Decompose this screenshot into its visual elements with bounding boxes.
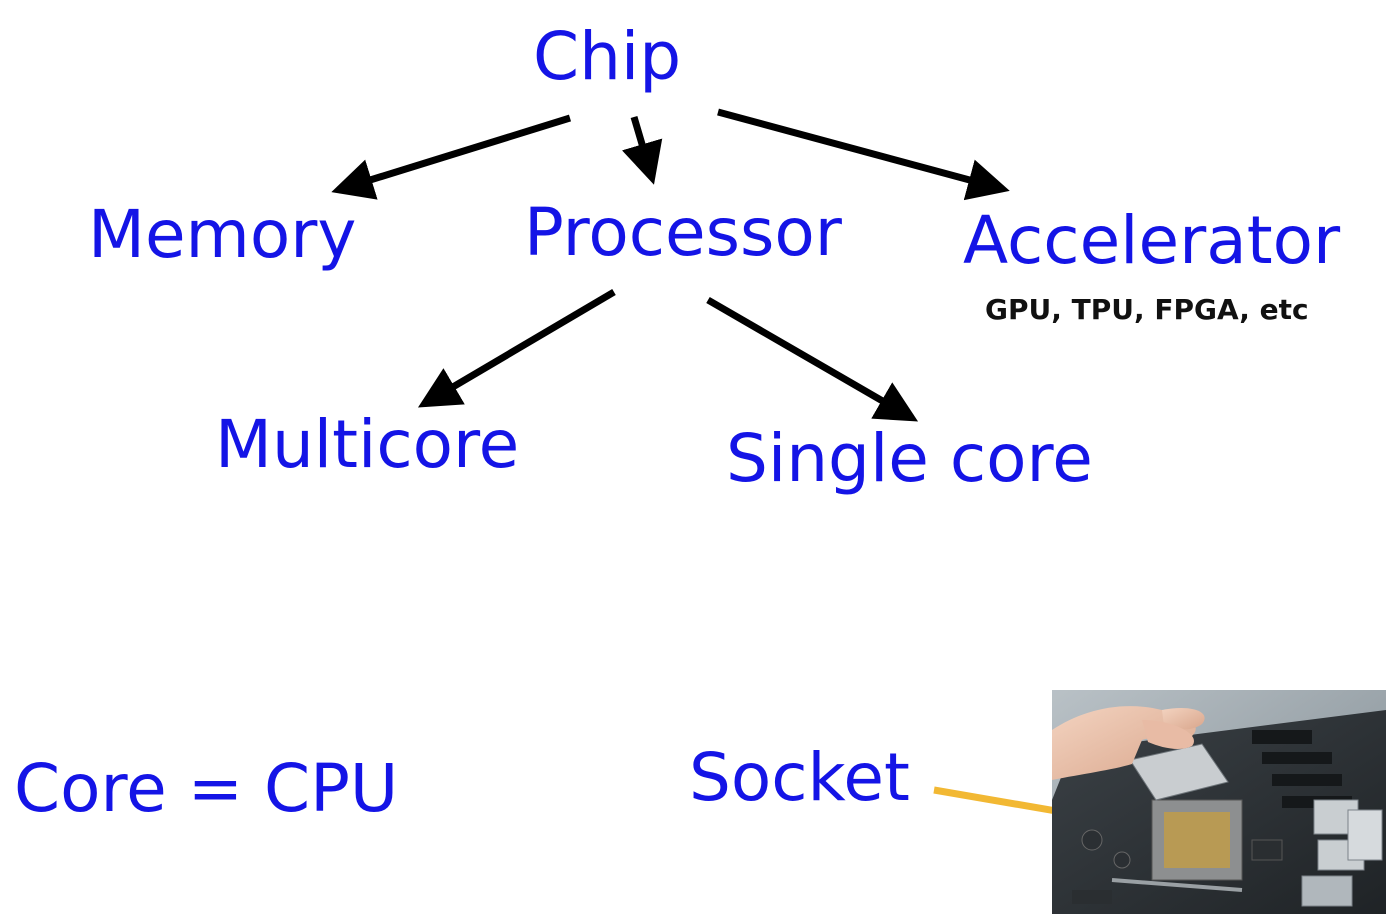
node-accelerator: Accelerator xyxy=(963,202,1341,279)
arrow-chip-to-accelerator xyxy=(717,108,1010,201)
node-multicore: Multicore xyxy=(215,406,520,483)
socket-label: Socket xyxy=(689,739,910,816)
arrow-chip-to-processor xyxy=(621,116,663,185)
arrow-processor-to-single-core xyxy=(706,296,919,422)
node-processor: Processor xyxy=(524,194,842,271)
arrow-chip-to-memory xyxy=(331,114,572,200)
motherboard-socket-photo xyxy=(1052,690,1386,914)
core-equals-cpu: Core = CPU xyxy=(14,750,399,827)
node-single-core: Single core xyxy=(726,420,1093,497)
node-memory: Memory xyxy=(88,196,357,273)
arrow-processor-to-multicore xyxy=(417,288,616,408)
node-chip: Chip xyxy=(533,18,682,95)
accelerator-examples: GPU, TPU, FPGA, etc xyxy=(985,293,1309,326)
